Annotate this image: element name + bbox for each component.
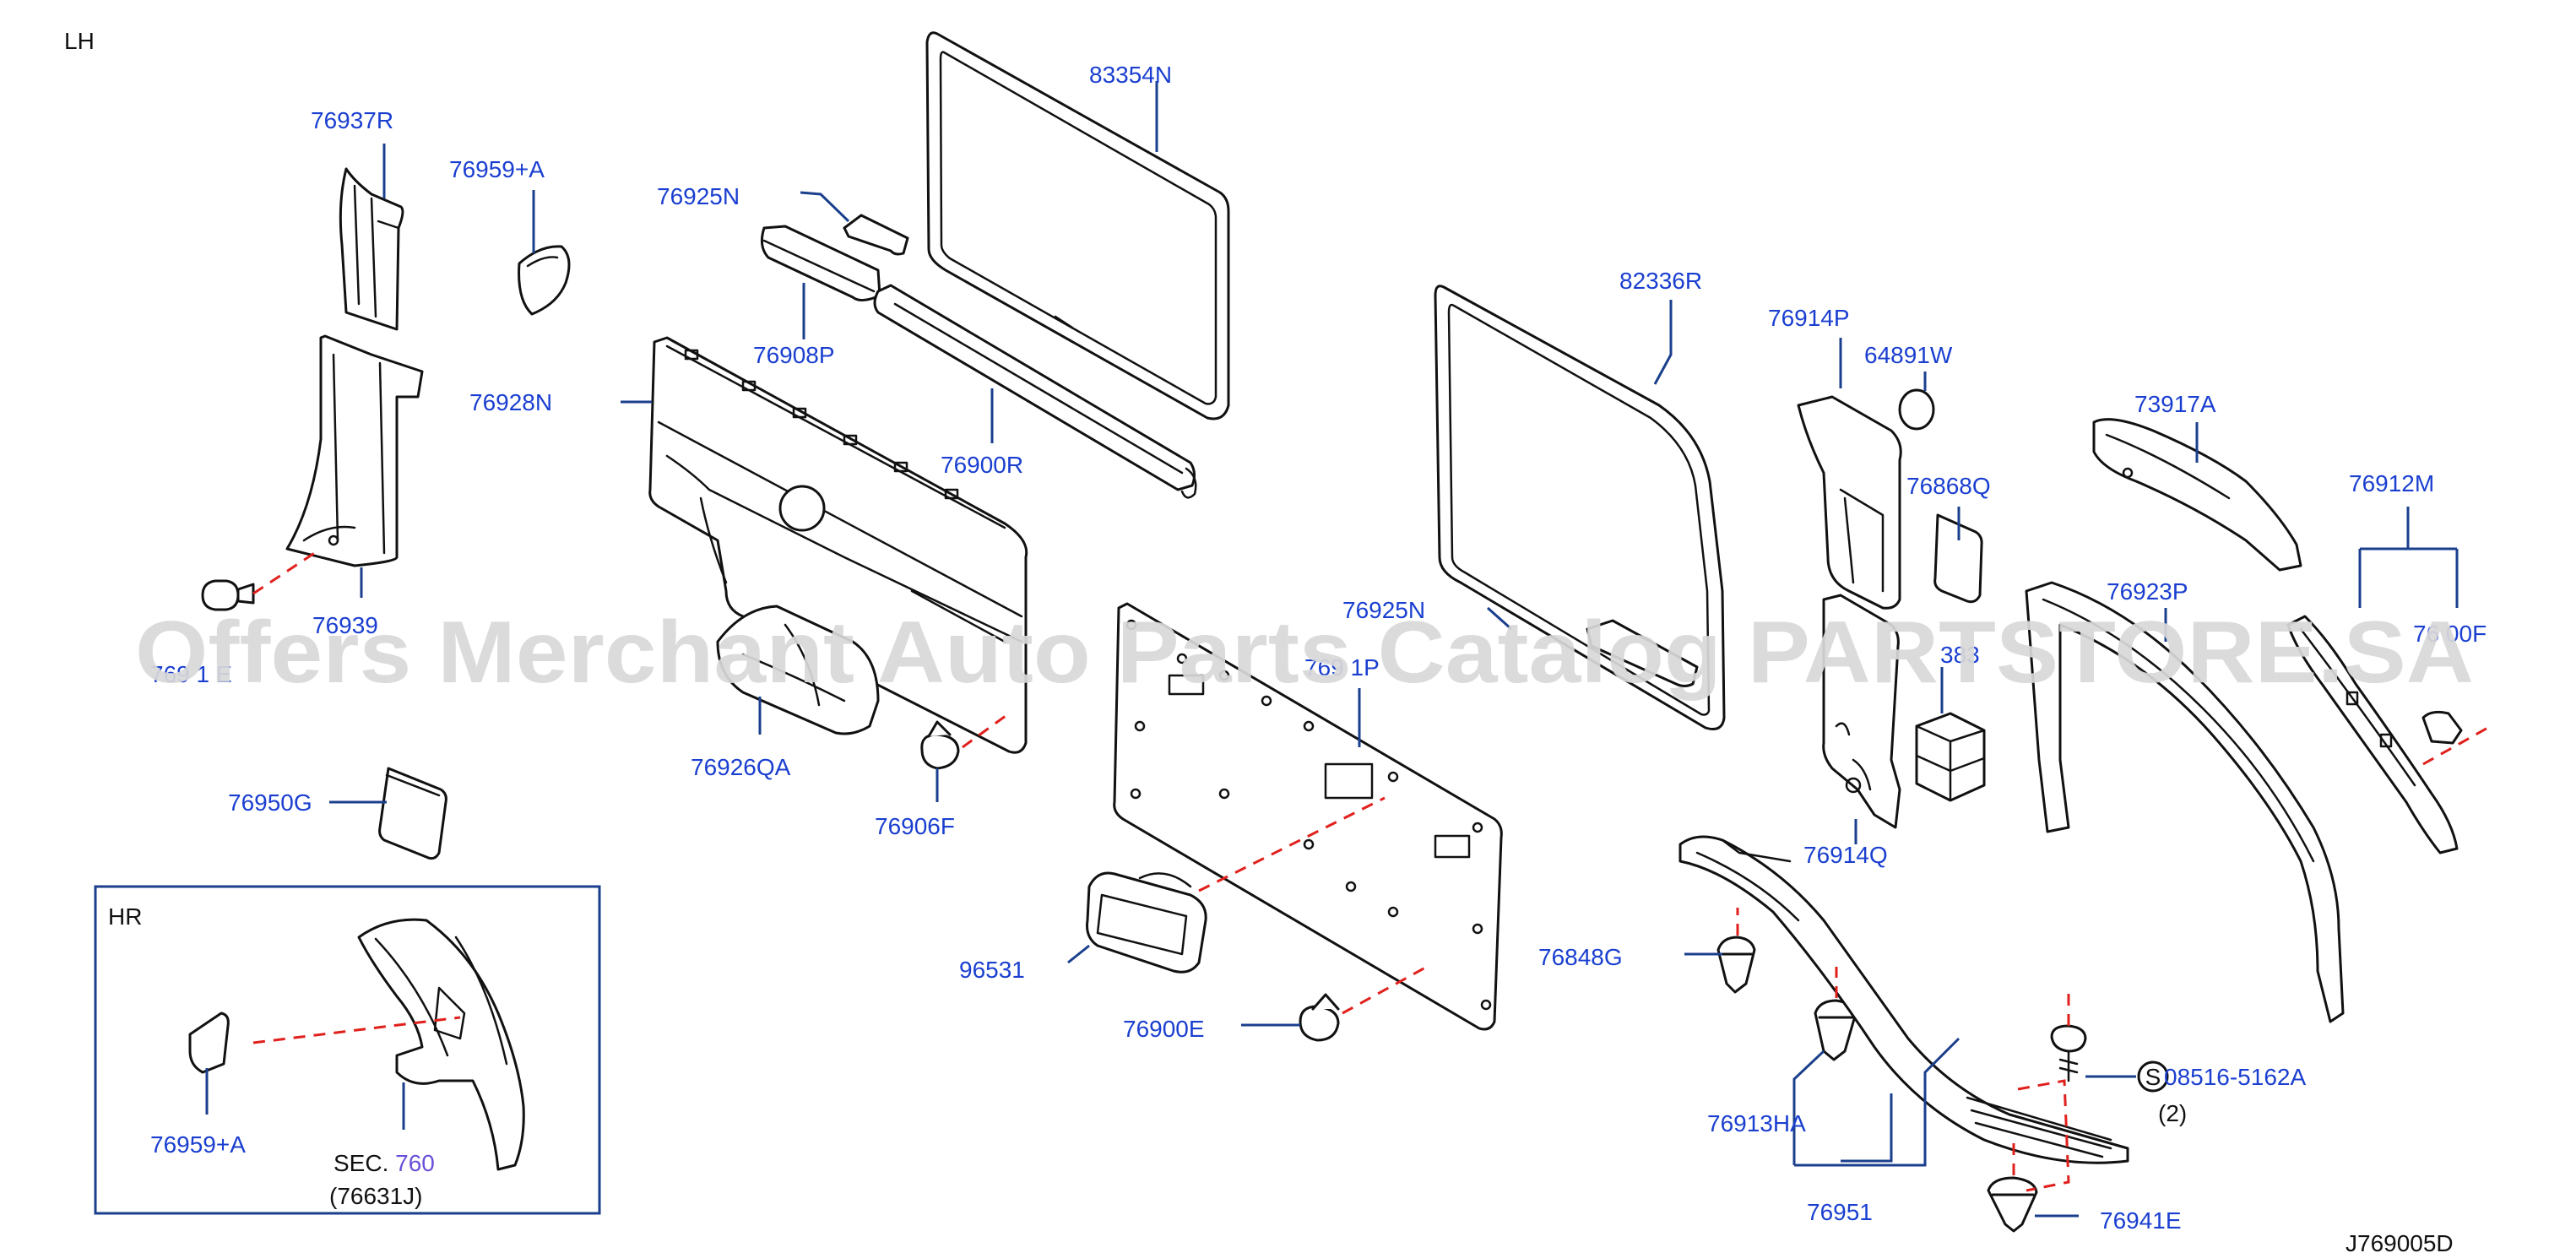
part-76868Q-pad bbox=[1933, 513, 1983, 604]
part-76923P-strip bbox=[2025, 581, 2345, 1023]
part-76900E-clip bbox=[1299, 993, 1340, 1042]
part-76937R-trim bbox=[339, 167, 404, 331]
part-76939-trim bbox=[285, 334, 424, 567]
label-73917A[interactable]: 73917A bbox=[2134, 391, 2216, 417]
part-76959A-clip bbox=[518, 245, 571, 316]
label-769x1E[interactable]: 769 1 E bbox=[150, 661, 232, 687]
sec-reference-part: (76631J) bbox=[329, 1183, 423, 1209]
part-08516-screw bbox=[2050, 1024, 2087, 1082]
label-76925N-lower[interactable]: 76925N bbox=[1342, 597, 1425, 623]
fastener-symbol: S bbox=[2145, 1064, 2161, 1090]
section-hr-label: HR bbox=[108, 903, 142, 930]
diagram-code: J769005D bbox=[2346, 1230, 2454, 1253]
part-76914Q-trim bbox=[1822, 594, 1901, 829]
part-76900R-strip bbox=[873, 284, 1197, 499]
part-83354N-seal bbox=[925, 31, 1230, 420]
section-lh-label: LH bbox=[64, 28, 95, 54]
label-76848G[interactable]: 76848G bbox=[1538, 944, 1623, 970]
part-76950G-pad bbox=[378, 767, 447, 860]
labels: 76937R 76959+A 76925N 83354N 76908P 7692… bbox=[150, 62, 2487, 1234]
label-76913HA[interactable]: 76913HA bbox=[1707, 1110, 1806, 1136]
part-82336R-seal bbox=[1434, 285, 1726, 730]
watermark: Offers Merchant Auto Parts Catalog PARTS… bbox=[135, 604, 2474, 702]
fastener-qty: (2) bbox=[2158, 1100, 2187, 1126]
part-73917A-strip bbox=[2092, 418, 2302, 572]
label-76937R[interactable]: 76937R bbox=[311, 107, 393, 133]
label-76959A[interactable]: 76959+A bbox=[449, 156, 545, 182]
label-76900R[interactable]: 76900R bbox=[941, 452, 1023, 478]
label-76868Q[interactable]: 76868Q bbox=[1906, 473, 1991, 499]
part-76912M-pillar bbox=[2286, 615, 2463, 854]
part-76911P-board bbox=[1113, 602, 1503, 1031]
label-76950G[interactable]: 76950G bbox=[228, 789, 312, 816]
label-76911P[interactable]: 769 1P bbox=[1304, 654, 1380, 681]
label-76951[interactable]: 76951 bbox=[1807, 1199, 1873, 1225]
label-82336R[interactable]: 82336R bbox=[1619, 268, 1702, 294]
label-76941E[interactable]: 76941E bbox=[2100, 1207, 2182, 1234]
label-76912M[interactable]: 76912M bbox=[2349, 470, 2434, 496]
part-76925N-pad-lower bbox=[1586, 619, 1699, 687]
label-76959A-hr[interactable]: 76959+A bbox=[150, 1131, 246, 1158]
label-76923P[interactable]: 76923P bbox=[2107, 578, 2188, 605]
part-76941E-clip bbox=[1987, 1176, 2038, 1233]
part-76848G-clip bbox=[1716, 936, 1756, 994]
label-76908P[interactable]: 76908P bbox=[753, 342, 835, 368]
label-83354N[interactable]: 83354N bbox=[1089, 62, 1172, 88]
part-76928N-panel bbox=[648, 336, 1028, 754]
label-76939[interactable]: 76939 bbox=[312, 612, 378, 638]
label-76914Q[interactable]: 76914Q bbox=[1803, 842, 1888, 868]
label-76928N[interactable]: 76928N bbox=[469, 389, 552, 415]
label-76925N-upper[interactable]: 76925N bbox=[657, 183, 740, 209]
label-383[interactable]: 383 bbox=[1940, 642, 1980, 668]
label-76906F[interactable]: 76906F bbox=[875, 813, 955, 839]
attachment-lines bbox=[252, 547, 2492, 1192]
hr-inset bbox=[94, 885, 601, 1215]
label-76926QA[interactable]: 76926QA bbox=[691, 754, 791, 780]
leader-lines bbox=[205, 81, 2459, 1218]
part-769x1E-clip bbox=[201, 579, 255, 611]
part-96531-bezel bbox=[1086, 871, 1207, 974]
part-76914P-trim bbox=[1797, 395, 1902, 610]
label-96531[interactable]: 96531 bbox=[959, 957, 1025, 983]
part-76925N-pad bbox=[843, 214, 909, 256]
part-76906F-clip bbox=[920, 720, 960, 770]
fastener-symbol-circle bbox=[2137, 1060, 2169, 1093]
part-76926QA-pocket bbox=[716, 605, 880, 735]
label-76914P[interactable]: 76914P bbox=[1768, 305, 1850, 331]
part-64891W-cap bbox=[1898, 388, 1935, 431]
sec-number-link[interactable]: 760 bbox=[395, 1150, 435, 1176]
label-76900E[interactable]: 76900E bbox=[1123, 1016, 1205, 1042]
label-08516-5162A[interactable]: 08516-5162A bbox=[2164, 1064, 2306, 1090]
part-76951-plate bbox=[1678, 835, 2129, 1164]
label-64891W[interactable]: 64891W bbox=[1864, 342, 1953, 368]
part-383-block bbox=[1915, 712, 1986, 802]
label-76900F[interactable]: 76 00F bbox=[2413, 621, 2487, 647]
sec-prefix: SEC. bbox=[334, 1150, 388, 1176]
sec-reference-line: SEC. 760 bbox=[334, 1150, 435, 1176]
